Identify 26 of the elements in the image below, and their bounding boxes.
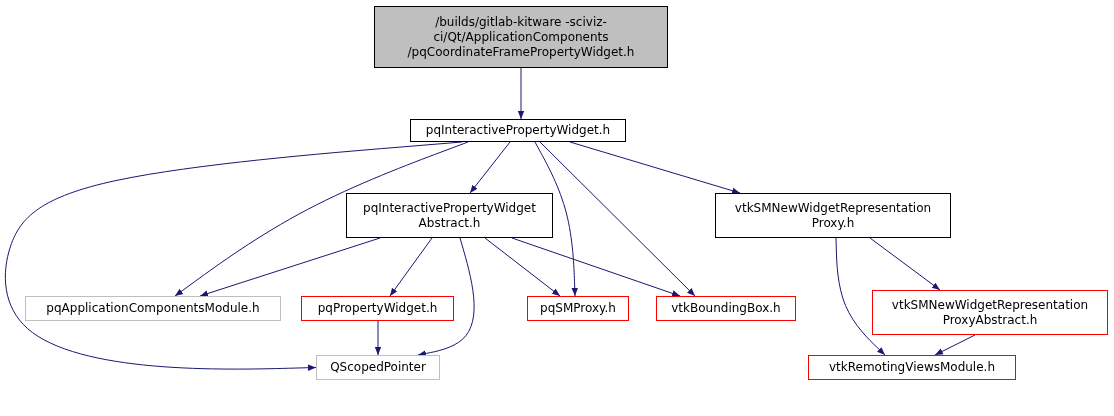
file-node: pqApplicationComponentsModule.h	[25, 296, 281, 321]
file-node: pqInteractivePropertyWidget.h	[410, 119, 626, 142]
file-node: pqSMProxy.h	[527, 296, 629, 321]
arrow	[374, 320, 382, 356]
arrow	[934, 334, 976, 356]
arrow	[517, 67, 525, 120]
arrow	[835, 237, 886, 356]
arrow	[534, 141, 578, 297]
arrow	[389, 237, 433, 297]
file-node: QScopedPointer	[316, 355, 440, 380]
file-node: vtkRemotingViewsModule.h	[808, 355, 1016, 380]
arrow	[539, 141, 696, 297]
arrow	[199, 237, 381, 297]
arrow	[174, 141, 469, 297]
arrow	[511, 237, 681, 297]
arrow	[484, 237, 561, 297]
arrow	[417, 237, 475, 357]
file-node: pqPropertyWidget.h	[301, 296, 454, 321]
file-node: vtkSMNewWidgetRepresentation ProxyAbstract.h	[872, 290, 1108, 335]
file-node: vtkSMNewWidgetRepresentation Proxy.h	[715, 193, 951, 238]
arrow	[869, 237, 941, 291]
arrow	[469, 141, 511, 194]
file-node: vtkBoundingBox.h	[656, 296, 796, 321]
file-node: /builds/gitlab-kitware -sciviz-ci/Qt/ApplicationComponents /pqCoordinateFramePropertyWidget.h	[374, 6, 668, 68]
arrow	[569, 141, 741, 194]
file-node: pqInteractivePropertyWidget Abstract.h	[346, 193, 553, 238]
